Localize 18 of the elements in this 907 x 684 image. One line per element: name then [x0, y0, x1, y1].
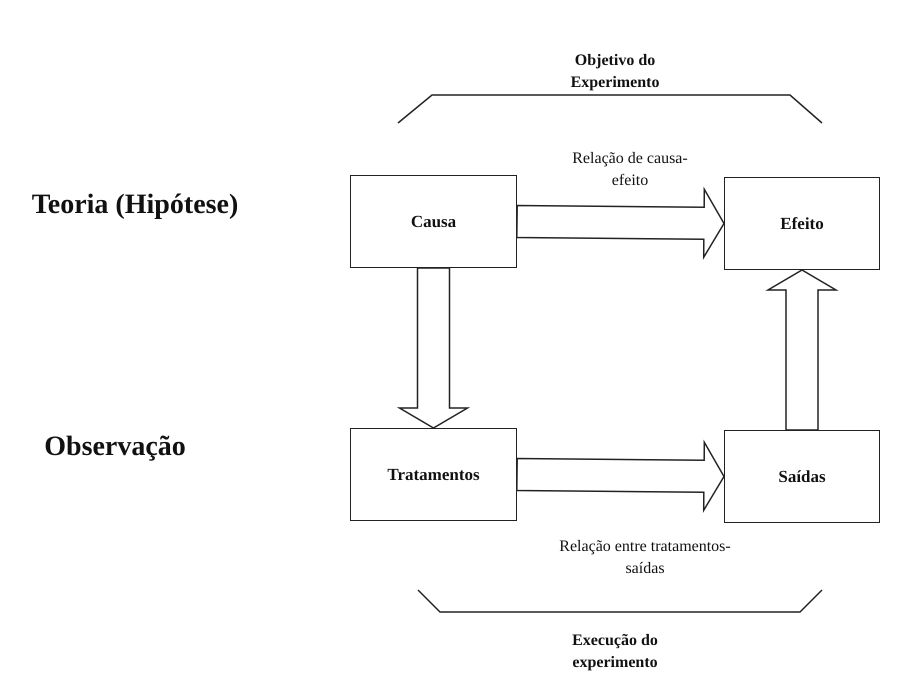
- node-label: Saídas: [778, 466, 826, 486]
- block-arrow: [765, 269, 839, 431]
- process-box: [350, 428, 517, 521]
- block-arrow: [516, 186, 725, 260]
- process-box: [724, 177, 880, 270]
- heading: Objetivo do Experimento: [570, 51, 660, 93]
- node-label: Efeito: [780, 214, 824, 234]
- block-arrow: [396, 267, 470, 429]
- edge-label: Relação de causa-efeito: [571, 149, 689, 191]
- heading: Execução do experimento: [571, 631, 659, 673]
- process-box: [350, 175, 517, 268]
- block-arrow: [516, 440, 725, 514]
- node-label: Causa: [410, 212, 456, 232]
- row-label: Teoria (Hipótese): [30, 188, 240, 222]
- process-box: [724, 430, 880, 523]
- edge-label: Relação entre tratamentos-saídas: [558, 537, 732, 579]
- node-label: Tratamentos: [387, 464, 480, 484]
- row-label: Observação: [43, 430, 187, 464]
